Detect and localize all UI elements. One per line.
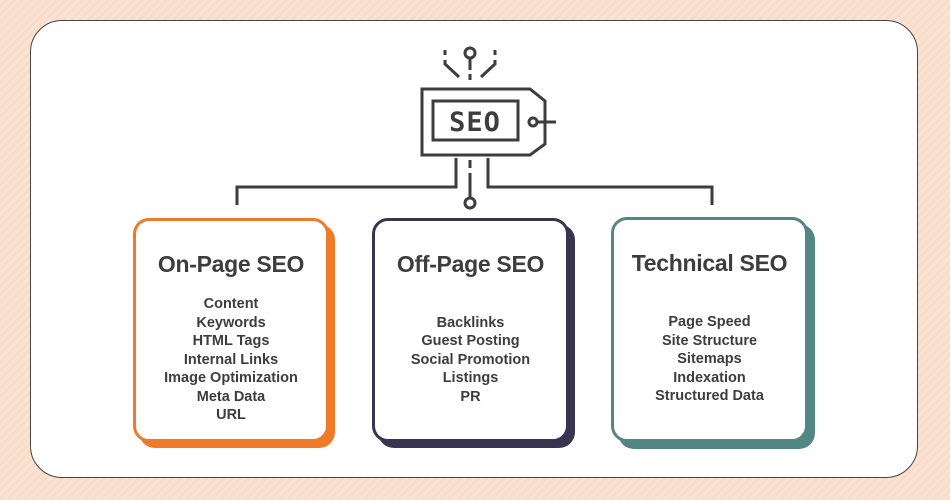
list-item: Meta Data [196,388,266,405]
card-technical-seo: Technical SEO Page Speed Site Structure … [611,217,808,442]
list-item: Content [203,296,259,313]
list-item: Structured Data [655,388,764,405]
tag-label: SEO [449,107,501,138]
top-node [463,46,477,60]
bottom-node [463,196,477,210]
list-item: Sitemaps [677,351,742,368]
list-item: Internal Links [183,351,279,368]
list-item: Site Structure [661,332,758,349]
list-item: Indexation [673,369,746,386]
list-item: Guest Posting [421,333,520,350]
tag-label-box [431,99,520,142]
list-item: Backlinks [436,314,505,331]
card-item-list: Backlinks Guest Posting Social Promotion… [375,291,566,429]
list-item: Social Promotion [410,351,531,368]
tag-hole [527,116,539,128]
card-title: On-Page SEO [157,251,305,277]
list-item: HTML Tags [192,333,270,350]
list-item: Image Optimization [164,370,298,387]
card-item-list: Content Keywords HTML Tags Internal Link… [136,291,326,429]
card-title: Off-Page SEO [396,251,545,277]
list-item: URL [216,407,246,424]
left-connector [235,158,458,205]
tag-outline [420,87,547,157]
list-item: Page Speed [668,314,751,331]
card-on-page-seo: On-Page SEO Content Keywords HTML Tags I… [133,218,329,442]
list-item: PR [460,388,481,405]
card-item-list: Page Speed Site Structure Sitemaps Index… [614,290,805,429]
card-off-page-seo: Off-Page SEO Backlinks Guest Posting Soc… [372,218,569,442]
card-title: Technical SEO [631,250,788,276]
right-connector [486,158,714,205]
list-item: Keywords [196,314,266,331]
list-item: Listings [442,370,499,387]
